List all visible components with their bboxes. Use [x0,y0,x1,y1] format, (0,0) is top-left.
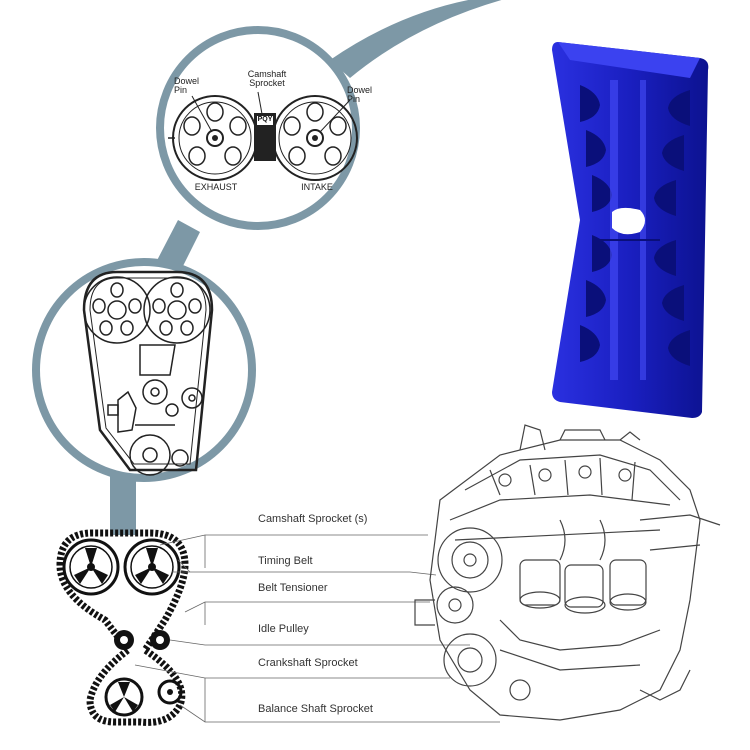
bottom-timing-belt-diagram [56,529,189,726]
middle-callout-circle [32,258,256,482]
connector-band-bottom [110,475,136,535]
label-camshaft-sprocket: Camshaft Sprocket [247,69,287,88]
label-dowel-pin-left: Dowel Pin [174,76,200,95]
cam-holding-tool-product [552,42,709,418]
legend-leader-lines [134,534,500,723]
legend-belt-tensioner: Belt Tensioner [258,582,328,594]
label-tool-marking: PQY [257,116,273,123]
legend-crankshaft-sprocket: Crankshaft Sprocket [258,657,358,669]
legend-balance-shaft-sprocket: Balance Shaft Sprocket [258,703,373,715]
label-exhaust: EXHAUST [194,182,238,192]
legend-camshaft-sprocket: Camshaft Sprocket (s) [258,513,368,525]
engine-line-drawing [414,424,721,721]
legend-timing-belt: Timing Belt [258,555,313,567]
legend-idle-pulley: Idle Pulley [258,623,309,635]
label-dowel-pin-right: Dowel Pin [347,85,373,104]
label-intake: INTAKE [301,182,333,192]
top-callout-circle [156,26,360,230]
connector-band-top [330,0,502,78]
